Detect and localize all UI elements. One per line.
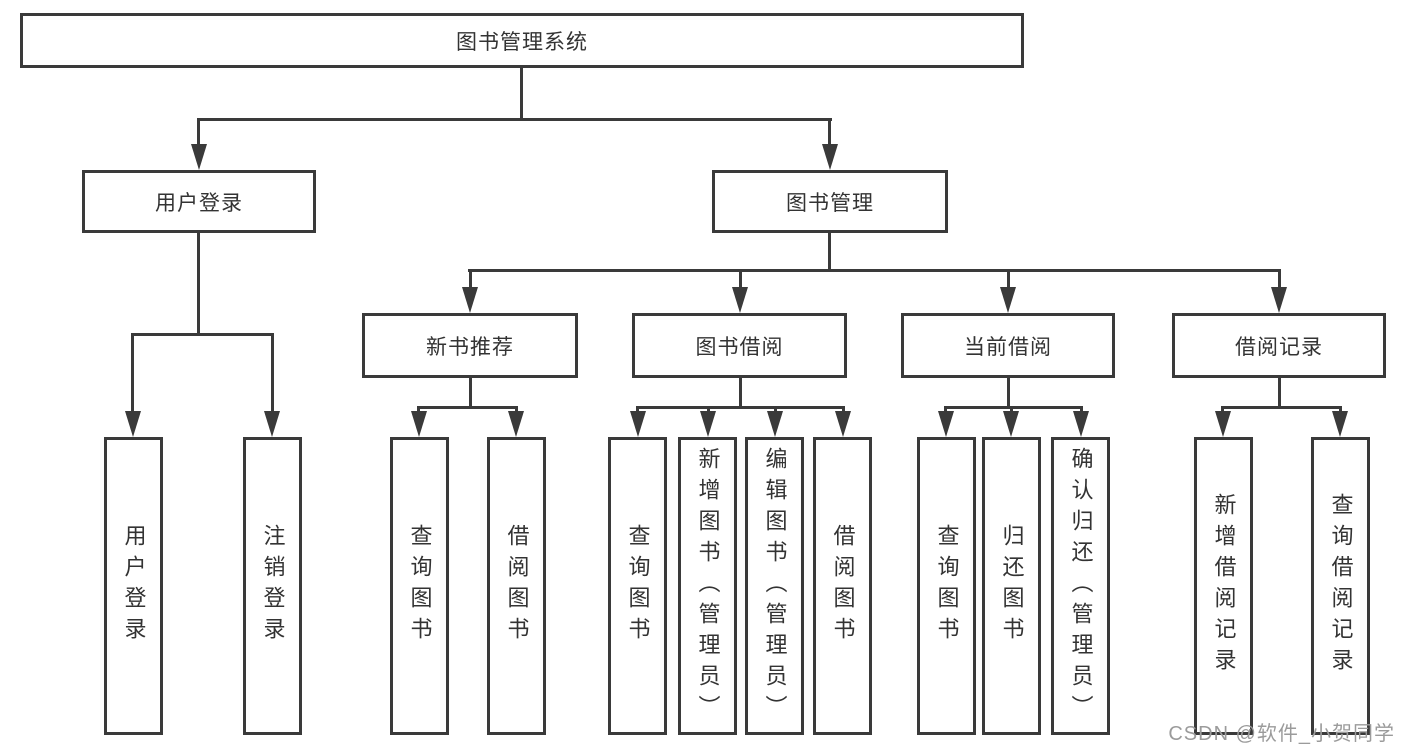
csdn-watermark: CSDN @软件_小贺同学 xyxy=(1168,723,1395,745)
leaf-logout-label: 注销登录 xyxy=(260,524,286,648)
leaf-query-borrow-record-label: 查询借阅记录 xyxy=(1328,493,1354,679)
arrow-cur-leaf2 xyxy=(1003,411,1019,437)
arrow-current xyxy=(1000,287,1016,313)
leaf-cur-query-books-label: 查询图书 xyxy=(934,524,960,648)
node-user-login-label: 用户登录 xyxy=(155,191,243,215)
leaf-add-borrow-record-label: 新增借阅记录 xyxy=(1211,493,1237,679)
leaf-confirm-return-admin-label: 确认归还（管理员） xyxy=(1068,446,1094,726)
node-book-borrowing: 图书借阅 xyxy=(632,313,847,378)
arrow-login-leaf1 xyxy=(125,411,141,437)
edge-drop-cur-leaf1 xyxy=(944,406,947,414)
leaf-edit-book-admin: 编辑图书（管理员） xyxy=(745,437,804,735)
arrow-login-leaf2 xyxy=(264,411,280,437)
leaf-confirm-return-admin: 确认归还（管理员） xyxy=(1051,437,1110,735)
node-borrowing-records: 借阅记录 xyxy=(1172,313,1386,378)
leaf-rec-borrow-books: 借阅图书 xyxy=(487,437,546,735)
leaf-rec-query-books-label: 查询图书 xyxy=(407,524,433,648)
leaf-query-borrow-record: 查询借阅记录 xyxy=(1311,437,1370,735)
edge-drop-recd-leaf1 xyxy=(1221,406,1224,414)
leaf-bor-borrow-books-label: 借阅图书 xyxy=(830,524,856,648)
edge-drop-borrowing xyxy=(739,269,742,291)
arrow-bor-leaf4 xyxy=(835,411,851,437)
arrow-recommend xyxy=(462,287,478,313)
edge-drop-cur-leaf3 xyxy=(1080,406,1083,414)
edge-login-stem xyxy=(197,233,200,335)
arrow-recd-leaf1 xyxy=(1215,411,1231,437)
arrow-bor-leaf1 xyxy=(630,411,646,437)
node-new-book-recommend: 新书推荐 xyxy=(362,313,578,378)
arrow-bor-leaf2 xyxy=(700,411,716,437)
node-book-management: 图书管理 xyxy=(712,170,948,233)
leaf-user-login-label: 用户登录 xyxy=(121,524,147,648)
arrow-user-login xyxy=(191,144,207,170)
leaf-bor-query-books-label: 查询图书 xyxy=(625,524,651,648)
edge-mgmt-stem xyxy=(828,233,831,272)
arrow-rec-leaf1 xyxy=(411,411,427,437)
leaf-return-books-label: 归还图书 xyxy=(999,524,1025,648)
edge-drop-rec-leaf2 xyxy=(515,406,518,414)
leaf-return-books: 归还图书 xyxy=(982,437,1041,735)
leaf-bor-borrow-books: 借阅图书 xyxy=(813,437,872,735)
leaf-rec-borrow-books-label: 借阅图书 xyxy=(504,524,530,648)
edge-drop-recommend xyxy=(469,269,472,291)
node-borrowing-records-label: 借阅记录 xyxy=(1235,335,1323,359)
leaf-rec-query-books: 查询图书 xyxy=(390,437,449,735)
node-current-borrowing: 当前借阅 xyxy=(901,313,1115,378)
edge-current-bus xyxy=(944,406,1083,409)
leaf-add-borrow-record: 新增借阅记录 xyxy=(1194,437,1253,735)
edge-drop-bor-leaf4 xyxy=(842,406,845,414)
edge-root-bus xyxy=(197,118,832,121)
node-user-login: 用户登录 xyxy=(82,170,316,233)
arrow-borrowing xyxy=(732,287,748,313)
edge-borrowing-bus xyxy=(636,406,845,409)
node-library-system-label: 图书管理系统 xyxy=(456,30,588,54)
edge-drop-bor-leaf1 xyxy=(636,406,639,414)
arrow-book-mgmt xyxy=(822,144,838,170)
edge-drop-login-leaf1 xyxy=(131,333,134,415)
node-current-borrowing-label: 当前借阅 xyxy=(964,335,1052,359)
edge-records-stem xyxy=(1278,378,1281,408)
edge-records-bus xyxy=(1221,406,1342,409)
arrow-recd-leaf2 xyxy=(1332,411,1348,437)
edge-drop-bor-leaf3 xyxy=(774,406,777,414)
node-new-book-recommend-label: 新书推荐 xyxy=(426,335,514,359)
arrow-records xyxy=(1271,287,1287,313)
edge-drop-bor-leaf2 xyxy=(707,406,710,414)
leaf-edit-book-admin-label: 编辑图书（管理员） xyxy=(762,446,788,726)
edge-drop-cur-leaf2 xyxy=(1010,406,1013,414)
edge-current-stem xyxy=(1007,378,1010,408)
arrow-rec-leaf2 xyxy=(508,411,524,437)
node-library-system: 图书管理系统 xyxy=(20,13,1024,68)
arrow-cur-leaf1 xyxy=(938,411,954,437)
edge-drop-recd-leaf2 xyxy=(1339,406,1342,414)
leaf-add-book-admin-label: 新增图书（管理员） xyxy=(695,446,721,726)
edge-drop-book-mgmt-line xyxy=(828,118,831,146)
edge-mgmt-bus xyxy=(468,269,1281,272)
leaf-logout: 注销登录 xyxy=(243,437,302,735)
leaf-add-book-admin: 新增图书（管理员） xyxy=(678,437,737,735)
edge-login-bus xyxy=(131,333,273,336)
leaf-bor-query-books: 查询图书 xyxy=(608,437,667,735)
edge-root-stem xyxy=(520,68,523,120)
edge-recommend-stem xyxy=(469,378,472,408)
edge-drop-login-leaf2 xyxy=(271,333,274,415)
edge-recommend-bus xyxy=(417,406,518,409)
edge-drop-rec-leaf1 xyxy=(417,406,420,414)
edge-drop-current xyxy=(1007,269,1010,291)
leaf-user-login: 用户登录 xyxy=(104,437,163,735)
node-book-borrowing-label: 图书借阅 xyxy=(695,335,784,359)
arrow-bor-leaf3 xyxy=(767,411,783,437)
edge-borrowing-stem xyxy=(739,378,742,408)
edge-drop-user-login-line xyxy=(197,118,200,146)
arrow-cur-leaf3 xyxy=(1073,411,1089,437)
edge-drop-records xyxy=(1278,269,1281,291)
node-book-management-label: 图书管理 xyxy=(786,191,874,215)
leaf-cur-query-books: 查询图书 xyxy=(917,437,976,735)
